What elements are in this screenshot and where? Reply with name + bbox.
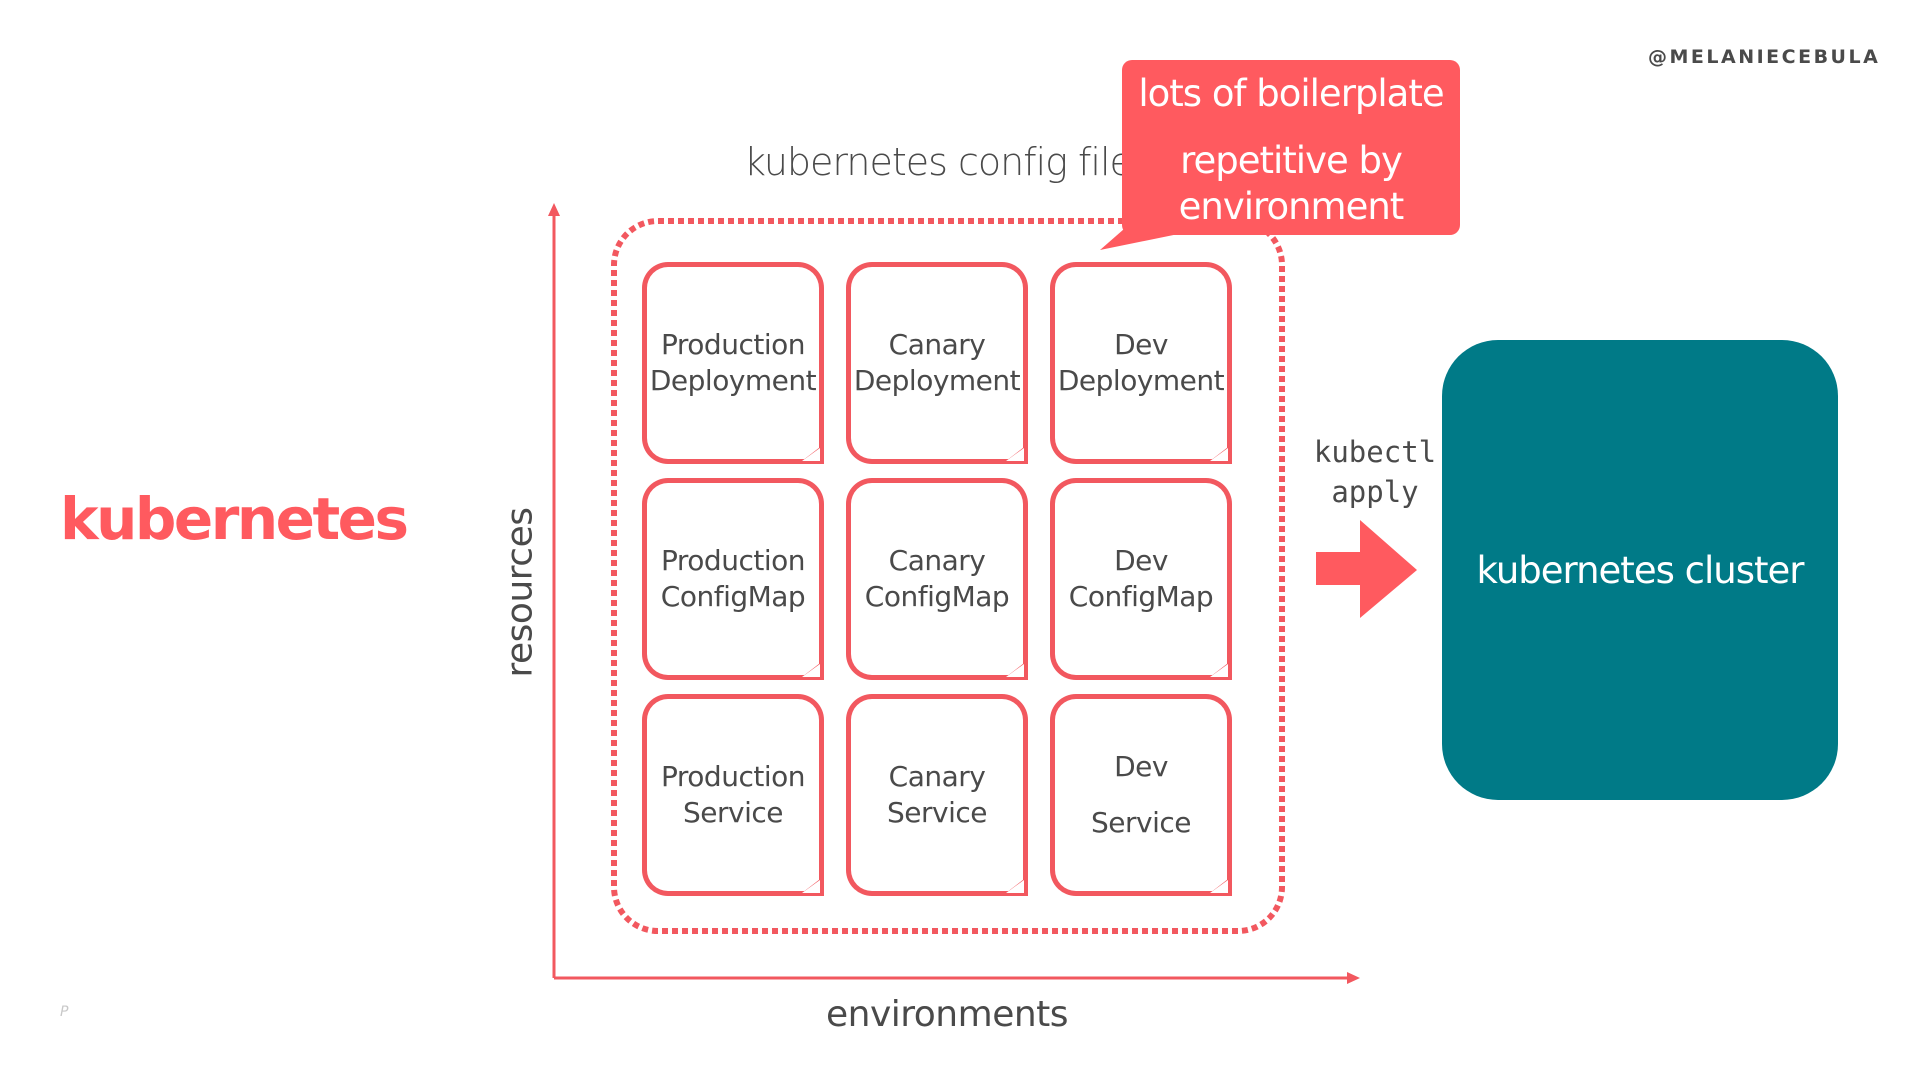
apply-subcommand: apply <box>1331 475 1419 509</box>
kubectl-command: kubectl <box>1313 435 1437 469</box>
card-resource: Deployment <box>1057 364 1225 397</box>
card-env: Dev <box>1114 750 1168 783</box>
card-env: Production <box>661 760 805 793</box>
callout-line-1: lots of boilerplate <box>1138 72 1444 115</box>
file-corner-fold-icon <box>798 444 824 464</box>
file-corner-fold-icon <box>798 876 824 896</box>
y-axis-arrowhead <box>548 203 560 216</box>
card-env: Production <box>661 544 805 577</box>
kubernetes-cluster-box: kubernetes cluster <box>1442 340 1838 800</box>
card-resource: Service <box>683 796 783 829</box>
card-env: Canary <box>888 544 986 577</box>
card-production-deployment[interactable]: Production Deployment <box>642 262 824 464</box>
author-handle: @MELANIECEBULA <box>1648 46 1881 68</box>
card-resource: Service <box>1091 806 1191 839</box>
card-production-configmap[interactable]: Production ConfigMap <box>642 478 824 680</box>
file-corner-fold-icon <box>1002 876 1028 896</box>
x-axis-label: environments <box>826 994 1069 1035</box>
config-files-group-border <box>611 218 1285 934</box>
card-canary-deployment[interactable]: Canary Deployment <box>846 262 1028 464</box>
kubectl-apply-label: kubectl apply <box>1300 432 1450 512</box>
card-env: Canary <box>888 760 986 793</box>
card-production-service[interactable]: Production Service <box>642 694 824 896</box>
card-env: Production <box>661 328 805 361</box>
card-dev-configmap[interactable]: Dev ConfigMap <box>1050 478 1232 680</box>
page-mark: P <box>60 1004 69 1020</box>
x-axis-arrowhead <box>1347 972 1360 984</box>
card-resource: ConfigMap <box>864 580 1010 613</box>
card-resource: ConfigMap <box>1068 580 1214 613</box>
card-dev-deployment[interactable]: Dev Deployment <box>1050 262 1232 464</box>
file-corner-fold-icon <box>1002 660 1028 680</box>
card-canary-configmap[interactable]: Canary ConfigMap <box>846 478 1028 680</box>
file-corner-fold-icon <box>1002 444 1028 464</box>
file-corner-fold-icon <box>1206 444 1232 464</box>
card-resource: ConfigMap <box>660 580 806 613</box>
cluster-label: kubernetes cluster <box>1476 548 1805 592</box>
card-env: Dev <box>1114 328 1168 361</box>
right-arrow-icon <box>1316 520 1417 618</box>
card-resource: Service <box>887 796 987 829</box>
callout-line-2: repetitive by environment <box>1122 138 1460 230</box>
callout-line-2-text: repetitive by environment <box>1178 139 1405 228</box>
kubernetes-logo: kubernetes <box>60 485 409 553</box>
card-resource: Deployment <box>853 364 1021 397</box>
boilerplate-callout: lots of boilerplate repetitive by enviro… <box>1122 60 1460 235</box>
file-corner-fold-icon <box>798 660 824 680</box>
card-env: Canary <box>888 328 986 361</box>
y-axis-label: resources <box>499 507 541 678</box>
card-canary-service[interactable]: Canary Service <box>846 694 1028 896</box>
file-corner-fold-icon <box>1206 876 1232 896</box>
card-resource: Deployment <box>649 364 817 397</box>
file-corner-fold-icon <box>1206 660 1232 680</box>
section-title: kubernetes config files <box>744 140 1152 184</box>
card-dev-service[interactable]: Dev Service <box>1050 694 1232 896</box>
card-env: Dev <box>1114 544 1168 577</box>
